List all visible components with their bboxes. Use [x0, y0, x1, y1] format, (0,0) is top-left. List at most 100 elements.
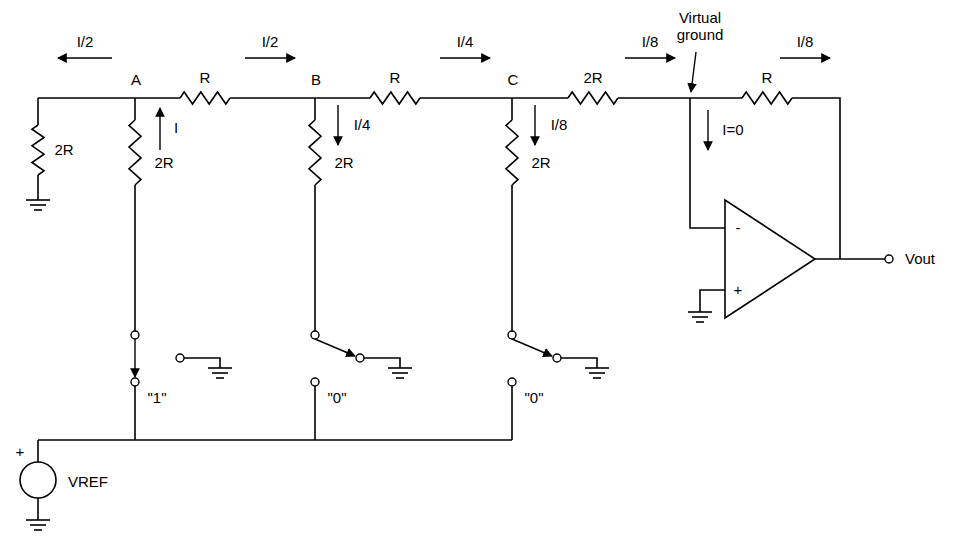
pointer-arrow — [691, 52, 696, 92]
switch-terminal — [311, 331, 319, 339]
wire — [37, 98, 39, 125]
ground-symbol — [208, 367, 232, 369]
resistor-symbol — [370, 92, 420, 104]
switch-terminal — [508, 331, 516, 339]
resistor-symbol — [180, 92, 230, 104]
wire — [230, 97, 370, 99]
current-arrow — [534, 105, 535, 145]
wire — [37, 498, 39, 520]
noninverting-input — [700, 290, 725, 312]
ground-symbol — [696, 321, 704, 323]
wire — [37, 175, 39, 200]
current-label: I/2 — [262, 34, 279, 51]
resistor-symbol — [568, 92, 618, 104]
ground-symbol — [388, 367, 412, 369]
resistor-symbol — [129, 120, 141, 185]
ground-symbol — [216, 377, 224, 379]
resistor-symbol — [309, 120, 321, 185]
switch-terminal — [131, 378, 139, 386]
ground-wire — [364, 358, 400, 368]
current-arrow — [337, 105, 338, 145]
wire — [37, 440, 39, 462]
wire — [134, 185, 136, 331]
current-arrow — [440, 57, 490, 58]
resistor-label: R — [762, 70, 773, 87]
switch-label: "0" — [525, 390, 544, 407]
opamp-symbol — [725, 200, 815, 318]
node-label: B — [311, 72, 321, 89]
ground-symbol — [26, 199, 50, 201]
current-label: I/8 — [797, 34, 814, 51]
current-arrow — [625, 57, 675, 58]
ground-wire — [184, 358, 220, 368]
node-label: A — [131, 72, 141, 89]
current-arrow — [245, 57, 295, 58]
switch-arm — [315, 339, 355, 356]
switch-label: "0" — [328, 390, 347, 407]
feedback-wire — [792, 98, 840, 259]
wire — [511, 185, 513, 331]
ground-symbol — [34, 529, 42, 531]
switch-terminal — [508, 378, 516, 386]
output-wire — [815, 258, 885, 260]
resistor-symbol — [506, 120, 518, 185]
switch-terminal — [311, 378, 319, 386]
switch-label: "1" — [148, 390, 167, 407]
wire — [511, 98, 513, 120]
switch-terminal — [885, 255, 893, 263]
reference-wire — [314, 386, 316, 440]
reference-wire — [134, 386, 136, 440]
current-label: I=0 — [722, 122, 743, 139]
resistor-label: 2R — [154, 155, 173, 172]
wire — [314, 98, 316, 120]
resistor-label: R — [200, 70, 211, 87]
signal-label: VREF — [68, 474, 108, 491]
signal-label: Vout — [905, 251, 935, 268]
ground-symbol — [30, 204, 46, 206]
ground-symbol — [692, 316, 708, 318]
ground-symbol — [589, 372, 605, 374]
node-label: C — [508, 72, 519, 89]
ground-symbol — [593, 377, 601, 379]
current-arrow — [780, 57, 830, 58]
ground-wire — [561, 358, 597, 368]
wire — [134, 98, 136, 120]
current-arrow — [58, 57, 112, 58]
current-label: I/4 — [354, 117, 371, 134]
resistor-label: 2R — [54, 142, 73, 159]
ground-symbol — [26, 519, 50, 521]
resistor-label: R — [390, 70, 401, 87]
reference-wire — [511, 386, 513, 440]
current-arrow — [707, 110, 708, 150]
wire — [420, 97, 568, 99]
polarity-label: + — [16, 444, 25, 461]
switch-terminal — [131, 331, 139, 339]
resistor-label: 2R — [531, 155, 550, 172]
current-label: I/8 — [551, 117, 568, 134]
switch-terminal — [553, 354, 561, 362]
ground-symbol — [392, 372, 408, 374]
resistor-label: 2R — [583, 70, 602, 87]
wire — [38, 97, 180, 99]
resistor-symbol — [32, 125, 44, 175]
pin-label: - — [736, 220, 741, 237]
resistor-symbol — [742, 92, 792, 104]
pin-label: + — [734, 282, 743, 299]
ground-symbol — [30, 524, 46, 526]
current-label: I/2 — [77, 34, 94, 51]
voltage-source — [20, 462, 56, 498]
wire — [314, 185, 316, 331]
current-label: I/8 — [642, 34, 659, 51]
reference-bus — [38, 439, 512, 441]
callout-label: Virtual ground — [665, 10, 735, 43]
ground-symbol — [212, 372, 228, 374]
resistor-label: 2R — [334, 155, 353, 172]
switch-terminal — [356, 354, 364, 362]
ground-symbol — [34, 209, 42, 211]
wire — [618, 97, 742, 99]
current-label: I — [174, 120, 178, 137]
ground-symbol — [688, 311, 712, 313]
current-label: I/4 — [457, 34, 474, 51]
